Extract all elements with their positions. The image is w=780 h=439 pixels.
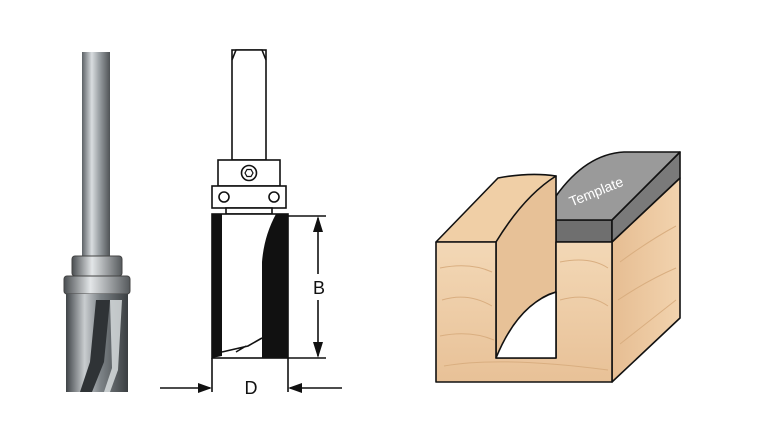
d-arrow-right-head [288,383,302,393]
wood-front-face [435,241,613,383]
bit-bearing-top [71,255,123,277]
bearing-bolt-right-icon [268,191,280,203]
wood-slot-opening [495,291,557,359]
wood-grain [439,225,677,371]
drawing-shank [231,49,267,161]
template-top-face [555,151,681,221]
diameter-dimension-label: D [245,378,258,398]
bit-flute-edge [104,300,122,392]
bit-bearing-lower [63,275,131,295]
drawing-flute-right [262,214,288,358]
set-screw-hex [244,168,254,178]
length-dimension-label: B [313,278,325,298]
wood-block-illustration [435,151,681,383]
bearing-bolt-left-icon [218,191,230,203]
bit-shank [82,52,110,257]
b-arrow-top-head [313,216,323,232]
b-arrow-bottom-head [313,342,323,358]
router-bit-drawing [160,49,342,393]
b-label-backing [308,274,330,300]
d-arrow-left-head [198,383,212,393]
drawing-cutter-tip [221,337,263,353]
router-bit-photo [63,52,131,392]
template-side-face [555,219,613,243]
drawing-shank-tip [231,49,267,61]
drawing-bearing-washer [225,207,273,215]
bit-flute [80,300,110,392]
set-screw-icon [240,164,258,182]
drawing-flute-left [212,214,222,358]
